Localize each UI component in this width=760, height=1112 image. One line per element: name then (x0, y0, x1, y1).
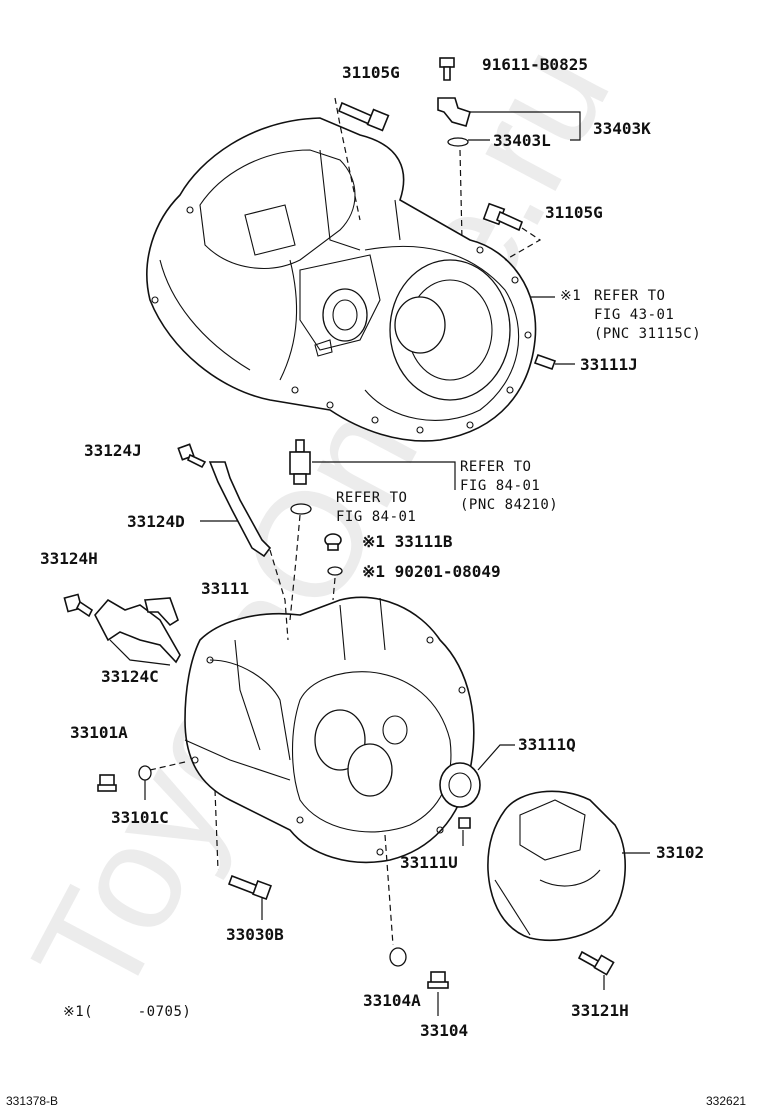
bracket-refer2 (312, 461, 456, 490)
label-refer3-line2: FIG 84-01 (336, 509, 416, 525)
leader-33104A (384, 834, 394, 946)
bolt-33124H (63, 593, 94, 618)
leader-33030B (214, 789, 219, 871)
upper-transaxle-housing (146, 117, 537, 442)
leader-sensor (289, 514, 301, 621)
extension-housing-33102 (487, 790, 626, 942)
leader-33403K (459, 149, 463, 241)
lower-transaxle-case (184, 596, 475, 864)
label-33124D: 33124D (127, 512, 185, 531)
label-33403L: 33403L (493, 131, 551, 150)
label-33111B: ※1 33111B (362, 532, 453, 551)
label-refer1-line2: FIG 43-01 (594, 307, 674, 323)
label-33101A: 33101A (70, 723, 128, 742)
label-33111: 33111 (201, 579, 249, 598)
label-33111J: 33111J (580, 355, 638, 374)
leader-33124C (109, 639, 171, 666)
leader-33101C-dash (149, 761, 186, 771)
bolt-33030B (227, 874, 272, 900)
lever-33124D (208, 461, 272, 558)
sensor-33403K (437, 97, 471, 147)
bolt-31105G-top (337, 101, 390, 132)
gasket-33104A (389, 947, 407, 967)
label-refer3-line1: REFER TO (336, 490, 407, 506)
label-31105G-top: 31105G (342, 63, 400, 82)
label-33104: 33104 (420, 1021, 468, 1040)
leader-33111Q (477, 744, 515, 771)
bracket-33403K (468, 111, 581, 141)
bolt-91611 (439, 57, 455, 81)
leader-33124D-dash (269, 549, 289, 641)
label-33101C: 33101C (111, 808, 169, 827)
label-refer1-mark: ※1 (560, 288, 581, 304)
label-90201-08049: ※1 90201-08049 (362, 562, 501, 581)
gasket-90201 (327, 566, 343, 576)
label-refer1-line3: (PNC 31115C) (594, 326, 701, 342)
gasket-33101C (138, 765, 152, 781)
label-33030B: 33030B (226, 925, 284, 944)
label-refer2-line2: FIG 84-01 (460, 478, 540, 494)
oil-seal-33111Q (439, 762, 481, 808)
dowel-33111U (458, 817, 471, 829)
footnote: ※1( -0705) (63, 1004, 191, 1020)
label-33102: 33102 (656, 843, 704, 862)
label-31105G-mid: 31105G (545, 203, 603, 222)
leader-31105G-top (334, 97, 361, 221)
footer-right-code: 332621 (706, 1094, 746, 1108)
label-refer1-line1: REFER TO (594, 288, 665, 304)
plug-33111B (324, 533, 342, 551)
plug-33101A (97, 774, 117, 792)
label-33124C: 33124C (101, 667, 159, 686)
label-33403K: 33403K (593, 119, 651, 138)
label-refer2-line1: REFER TO (460, 459, 531, 475)
shift-lever-33124C (94, 597, 181, 664)
bolt-33121H (577, 950, 615, 976)
label-91611-B0825: 91611-B0825 (482, 55, 588, 74)
label-33111U: 33111U (400, 853, 458, 872)
leader-90201 (332, 577, 336, 601)
label-33104A: 33104A (363, 991, 421, 1010)
leader-31105G-mid (504, 227, 542, 261)
sensor-refer-fig84 (289, 439, 312, 515)
label-33124H: 33124H (40, 549, 98, 568)
bolt-33124J (177, 443, 207, 469)
label-33124J: 33124J (84, 441, 142, 460)
footer-left-code: 331378-B (6, 1094, 58, 1108)
label-refer2-line3: (PNC 84210) (460, 497, 558, 513)
bolt-31105G-mid (482, 202, 524, 232)
label-33121H: 33121H (571, 1001, 629, 1020)
dowel-33111J (533, 353, 557, 371)
plug-33104 (427, 971, 449, 989)
label-33111Q: 33111Q (518, 735, 576, 754)
